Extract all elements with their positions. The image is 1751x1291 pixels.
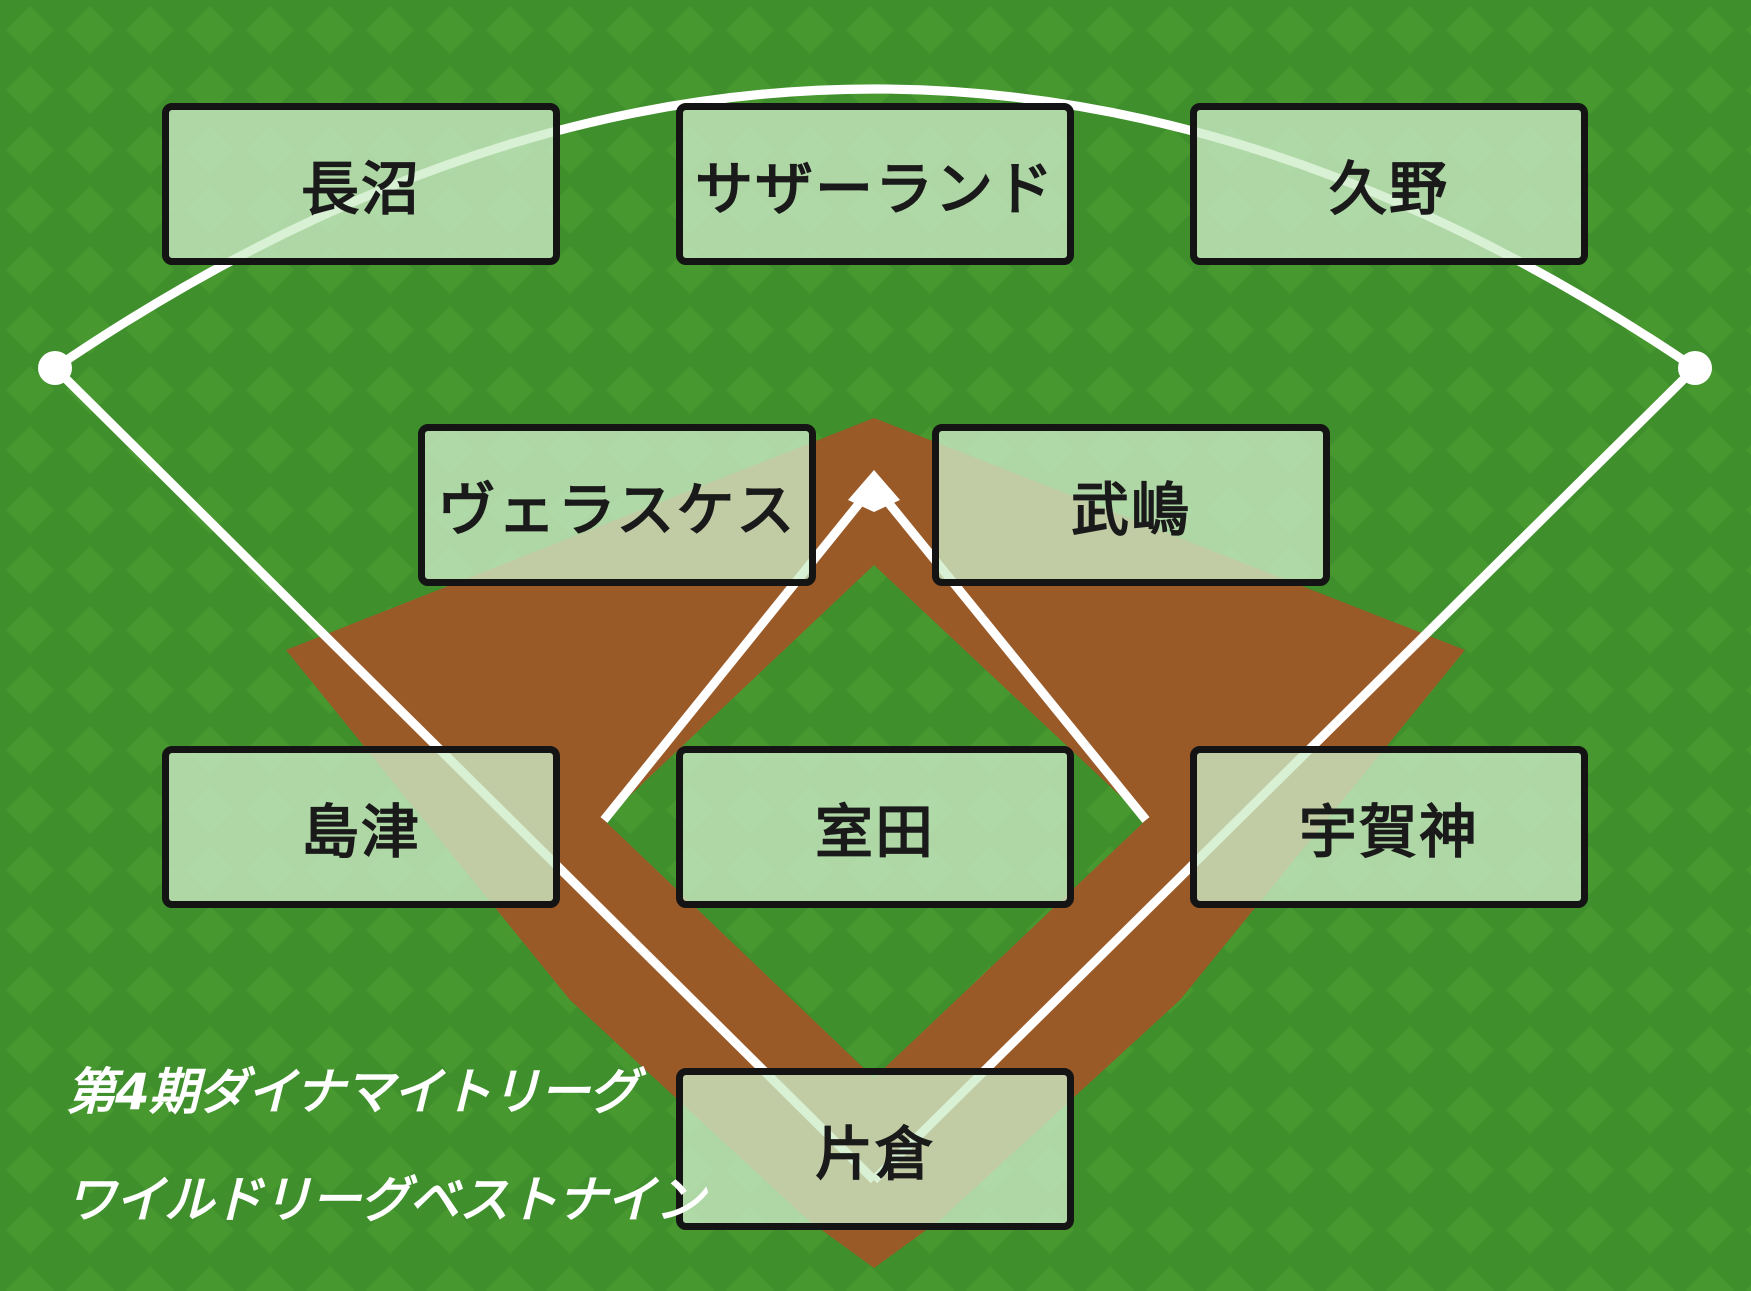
left-fielder-card: 長沼 [162, 103, 560, 265]
left-foul-pole [38, 351, 72, 385]
right-foul-pole [1678, 351, 1712, 385]
center-fielder-card: サザーランド [676, 103, 1074, 265]
right-fielder-card: 久野 [1190, 103, 1588, 265]
second-base [848, 470, 900, 512]
second-baseman-card: 武嶋 [932, 424, 1330, 586]
pitcher-card: 室田 [676, 746, 1074, 908]
caption-line-2: ワイルドリーグベストナイン [66, 1171, 705, 1229]
first-baseman-card: 宇賀神 [1190, 746, 1588, 908]
caption-line-1: 第4期ダイナマイトリーグ [66, 1063, 639, 1121]
catcher-card: 片倉 [676, 1068, 1074, 1230]
shortstop-card: ヴェラスケス [418, 424, 816, 586]
third-baseman-card: 島津 [162, 746, 560, 908]
